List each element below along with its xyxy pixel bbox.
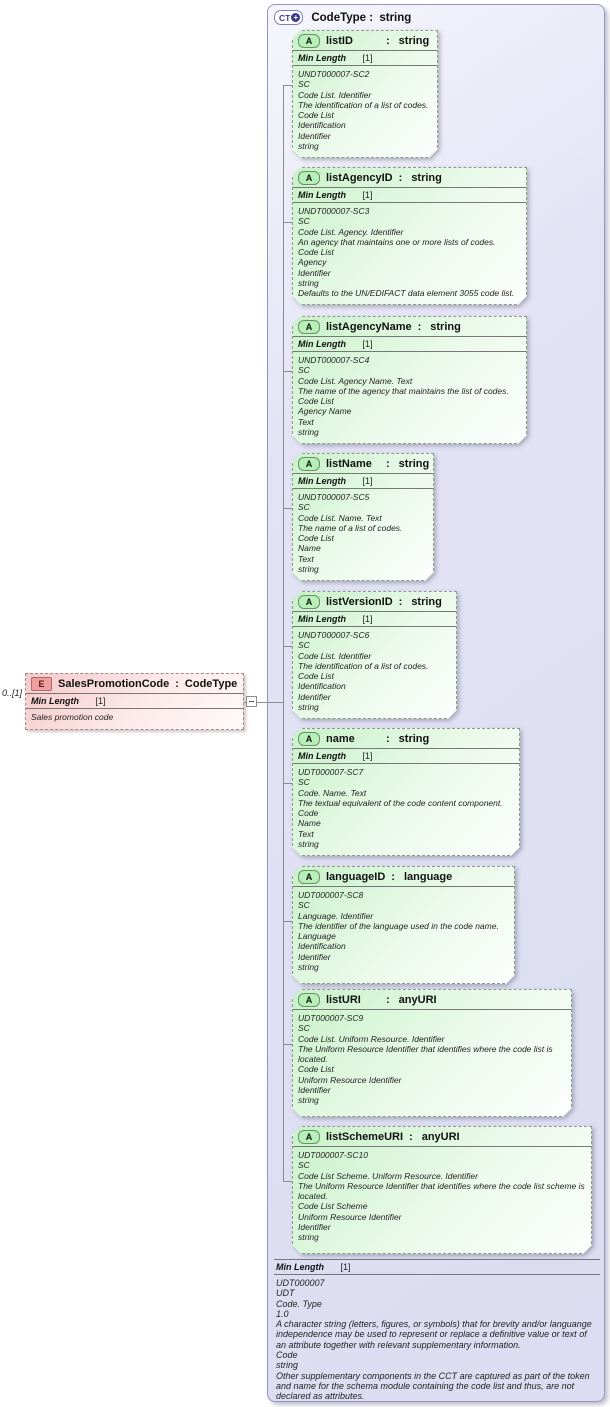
attribute-type: string [398,35,430,47]
colon-separator: : [409,1131,413,1143]
connector-stub [283,1181,292,1182]
attribute-documentation: UNDT000007-SC3 SC Code List. Agency. Ide… [298,206,515,299]
connector-stub [283,222,292,223]
attribute-documentation: UDT000007-SC7 SC Code. Name. Text The te… [298,767,503,850]
attribute-type: anyURI [398,994,437,1006]
attribute-name: listName [326,458,372,470]
attribute-header: A listName : string [293,454,433,474]
attribute-icon: A [298,457,320,471]
attribute-header: A languageID : language [293,867,514,887]
attribute-header: A listURI : anyURI [293,990,571,1010]
element-box-salespromotioncode[interactable]: E SalesPromotionCode : CodeType Min Leng… [25,673,244,730]
attribute-icon: A [298,1130,320,1144]
connector-stub [283,921,292,922]
complextype-box-codetype[interactable]: CT + CodeType : string A listID : string… [267,4,605,1402]
attribute-name: listSchemeURI [326,1131,404,1143]
colon-separator: : [175,678,179,690]
connector-bus [283,85,284,1182]
colon-separator: : [386,994,390,1006]
attribute-name: listVersionID [326,596,393,608]
attribute-header: A listAgencyID : string [293,168,526,188]
attribute-header: A listVersionID : string [293,592,456,612]
attribute-type: language [403,871,453,883]
attribute-type: string [430,321,461,333]
attribute-documentation: UNDT000007-SC6 SC Code List. Identifier … [298,630,429,713]
cardinality-label: 0..[1] [2,688,23,698]
attribute-name: listID [326,35,353,47]
facet-minlength: Min Length [1] [293,612,456,627]
connector-line [268,702,283,703]
attribute-documentation: UDT000007-SC8 SC Language. Identifier Th… [298,890,499,973]
attribute-box-languageid[interactable]: A languageID : language UDT000007-SC8 SC… [292,866,515,984]
facet-minlength: Min Length [1] [293,188,526,203]
colon-separator: : [398,172,403,184]
attribute-name: listURI [326,994,361,1006]
collapse-handle-icon[interactable] [246,696,257,707]
colon-separator: : [386,35,390,47]
connector-stub [283,371,292,372]
colon-separator: : [398,596,403,608]
attribute-name: languageID [326,871,386,883]
facet-minlength: Min Length [1] [274,1259,600,1275]
complextype-details: Min Length [1] UDT000007 UDT Code. Type … [274,1259,600,1405]
colon-separator: : [391,871,395,883]
attribute-icon: A [298,34,320,48]
facet-minlength: Min Length [1] [293,337,526,352]
attribute-name: listAgencyName [326,321,412,333]
attribute-icon: A [298,870,320,884]
attribute-documentation: UNDT000007-SC2 SC Code List. Identifier … [298,69,429,152]
element-documentation: Sales promotion code [31,712,114,722]
attribute-header: A listSchemeURI : anyURI [293,1127,591,1147]
complextype-header: CT + CodeType : string [274,10,411,25]
attribute-type: anyURI [421,1131,460,1143]
attribute-type: string [398,458,430,470]
attribute-header: A listID : string [293,31,437,51]
attribute-documentation: UDT000007-SC10 SC Code List Scheme. Unif… [298,1150,585,1243]
connector-stub [283,783,292,784]
attribute-box-listschemeuri[interactable]: A listSchemeURI : anyURI UDT000007-SC10 … [292,1126,592,1254]
facet-minlength: Min Length [1] [293,474,433,489]
attribute-documentation: UNDT000007-SC5 SC Code List. Name. Text … [298,492,403,575]
colon-separator: : [386,733,390,745]
connector-stub [283,85,292,86]
attribute-type: string [398,733,430,745]
connector-stub [283,1044,292,1045]
attribute-box-name[interactable]: A name : string Min Length [1] UDT000007… [292,728,520,856]
facet-minlength: Min Length [1] [26,694,243,709]
attribute-box-listagencyid[interactable]: A listAgencyID : string Min Length [1] U… [292,167,527,305]
connector-stub [283,508,292,509]
element-name: SalesPromotionCode [58,678,170,690]
attribute-icon: A [298,171,320,185]
facet-minlength: Min Length [1] [293,749,519,764]
complextype-documentation: UDT000007 UDT Code. Type 1.0 A character… [276,1278,592,1402]
attribute-name: name [326,733,355,745]
attribute-box-listid[interactable]: A listID : string Min Length [1] UNDT000… [292,30,438,158]
attribute-box-listname[interactable]: A listName : string Min Length [1] UNDT0… [292,453,434,581]
attribute-icon: A [298,732,320,746]
attribute-name: listAgencyID [326,172,393,184]
attribute-type: string [411,596,442,608]
plus-icon: + [291,13,301,22]
attribute-type: string [411,172,442,184]
complextype-icon: CT + [274,10,304,25]
connector-stub [283,646,292,647]
colon-separator: : [417,321,422,333]
attribute-box-listuri[interactable]: A listURI : anyURI UDT000007-SC9 SC Code… [292,989,572,1117]
attribute-icon: A [298,320,320,334]
attribute-icon: A [298,993,320,1007]
element-header: E SalesPromotionCode : CodeType [26,674,243,694]
colon-separator: : [386,458,390,470]
facet-minlength: Min Length [1] [293,51,437,66]
attribute-icon: A [298,595,320,609]
element-icon: E [31,677,52,691]
complextype-name: CodeType : string [311,11,412,24]
attribute-box-listversionid[interactable]: A listVersionID : string Min Length [1] … [292,591,457,719]
attribute-box-listagencyname[interactable]: A listAgencyName : string Min Length [1]… [292,316,527,444]
attribute-documentation: UNDT000007-SC4 SC Code List. Agency Name… [298,355,509,438]
attribute-header: A name : string [293,729,519,749]
attribute-header: A listAgencyName : string [293,317,526,337]
element-type: CodeType [184,678,238,690]
attribute-documentation: UDT000007-SC9 SC Code List. Uniform Reso… [298,1013,553,1106]
